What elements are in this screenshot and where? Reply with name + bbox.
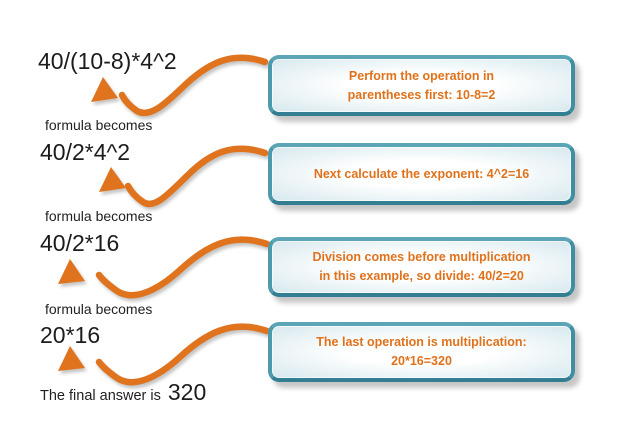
callout-step-2-text: Next calculate the exponent: 4^2=16 xyxy=(314,165,529,184)
callout-step-1: Perform the operation in parentheses fir… xyxy=(268,55,575,116)
callout-step-3-text: Division comes before multiplication in … xyxy=(312,248,530,286)
callout-step-3-line-2: in this example, so divide: 40/2=20 xyxy=(319,269,524,283)
callout-step-1-line-1: Perform the operation in xyxy=(348,68,495,83)
callout-step-4-text: The last operation is multiplication: 20… xyxy=(316,333,526,371)
callout-step-2-line-1: Next calculate the exponent: 4^2=16 xyxy=(313,166,530,181)
callout-step-2: Next calculate the exponent: 4^2=16 xyxy=(268,143,575,205)
formula-becomes-label-2: formula becomes xyxy=(45,208,153,224)
formula-becomes-label-1: formula becomes xyxy=(45,117,153,133)
formula-becomes-label-3: formula becomes xyxy=(45,301,153,317)
callout-step-3-line-1: Division comes before multiplication xyxy=(312,250,531,265)
callout-step-4: The last operation is multiplication: 20… xyxy=(268,322,575,382)
callout-step-4-line-2: 20*16=320 xyxy=(391,354,452,368)
callout-step-1-line-2: parentheses first: 10-8=2 xyxy=(347,87,496,102)
formula-step-1: 40/(10-8)*4^2 xyxy=(38,48,177,74)
formula-step-2: 40/2*4^2 xyxy=(40,139,131,165)
callout-step-1-text: Perform the operation in parentheses fir… xyxy=(348,67,496,105)
callout-step-3: Division comes before multiplication in … xyxy=(268,237,575,297)
final-answer-label: The final answer is xyxy=(40,388,161,404)
formula-step-3: 40/2*16 xyxy=(40,230,120,256)
callout-step-4-line-1: The last operation is multiplication: xyxy=(316,335,527,350)
final-answer-line: The final answer is 320 xyxy=(40,379,206,406)
formula-step-4: 20*16 xyxy=(40,322,101,348)
final-answer-value: 320 xyxy=(167,379,207,405)
